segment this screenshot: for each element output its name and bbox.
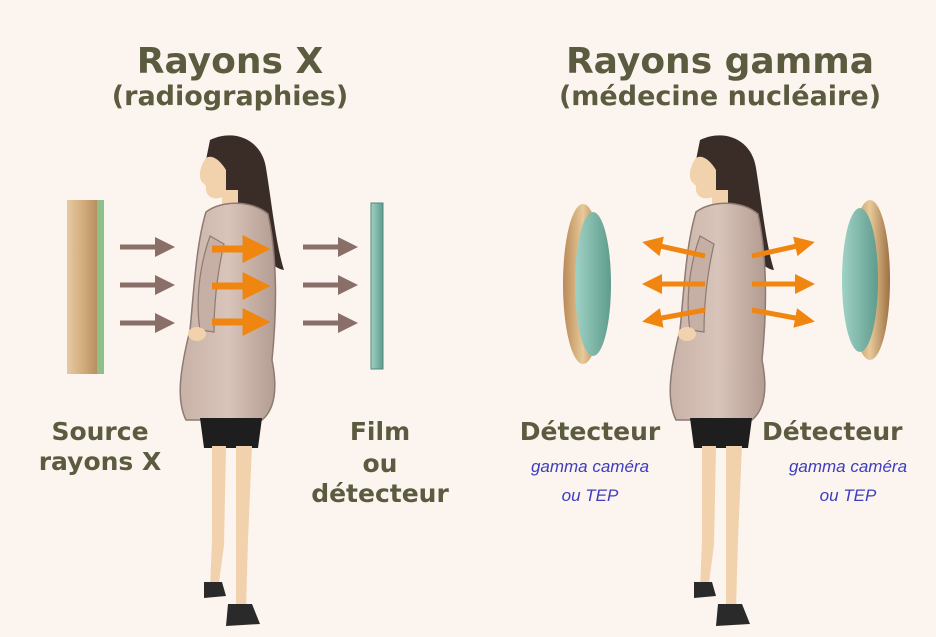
gamma-detector-right [842, 200, 890, 360]
gamma-detector-right-note-line1: gamma caméra [760, 455, 936, 479]
source-label-line1: Source [20, 418, 180, 446]
gamma-detector-left-label: Détecteur [500, 418, 680, 446]
gamma-detector-left-note-line1: gamma caméra [500, 455, 680, 479]
gamma-detector-left-note-line2: ou TEP [500, 484, 680, 508]
film-label-line2: ou [290, 450, 470, 478]
gamma-detector-right-note-line2: ou TEP [760, 484, 936, 508]
film-label-line1: Film [290, 418, 470, 446]
patient-figure-gamma [670, 135, 774, 626]
xray-title: Rayons X [90, 42, 370, 82]
film-detector-plate [371, 203, 383, 369]
xray-subtitle: (radiographies) [70, 82, 390, 112]
xray-source-plate [67, 200, 104, 374]
gamma-title: Rayons gamma [520, 42, 920, 82]
source-label-line2: rayons X [20, 448, 180, 476]
xray-exit-arrows [303, 247, 349, 323]
gamma-subtitle: (médecine nucléaire) [510, 82, 930, 112]
film-label-line3: détecteur [290, 480, 470, 508]
gamma-detector-left [563, 204, 611, 364]
xray-incoming-arrows [120, 247, 166, 323]
patient-figure-xray [180, 135, 284, 626]
gamma-detector-right-label: Détecteur [762, 418, 936, 446]
